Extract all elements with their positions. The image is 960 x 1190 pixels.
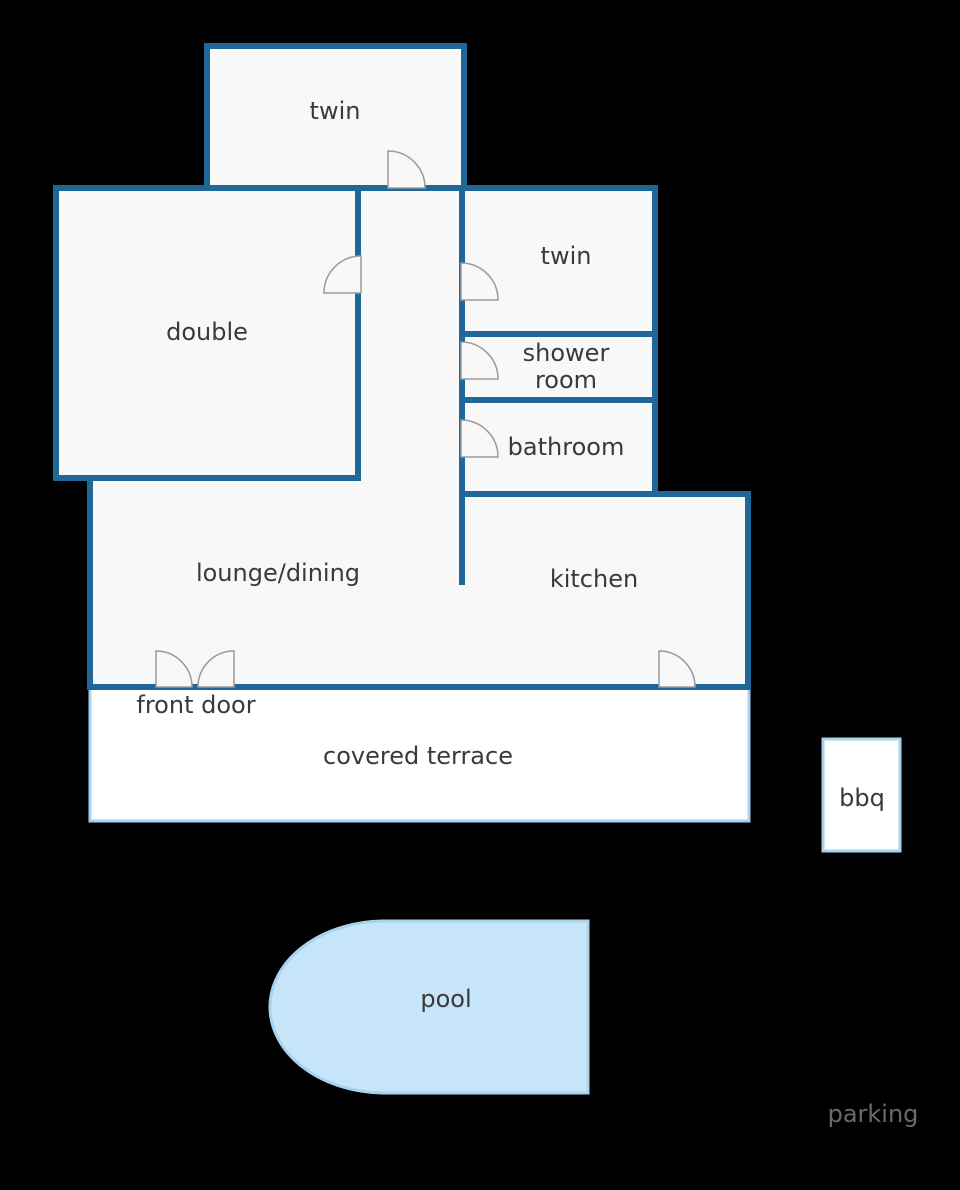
label-bathroom: bathroom bbox=[508, 433, 625, 461]
label-twin-top: twin bbox=[310, 97, 361, 125]
label-front-door: front door bbox=[136, 691, 255, 719]
door-shower-room bbox=[460, 341, 499, 380]
door-twin-right bbox=[460, 262, 499, 301]
label-shower-line2: room bbox=[535, 366, 597, 394]
door-double bbox=[323, 255, 362, 294]
bbq-area bbox=[821, 737, 902, 853]
label-lounge: lounge/dining bbox=[196, 559, 360, 587]
twin-top-floor bbox=[207, 46, 464, 188]
lounge-floor bbox=[90, 478, 462, 687]
label-twin-right: twin bbox=[541, 242, 592, 270]
label-covered-terrace: covered terrace bbox=[323, 742, 513, 770]
label-double: double bbox=[166, 318, 248, 346]
label-kitchen: kitchen bbox=[550, 565, 638, 593]
pool-area bbox=[268, 919, 590, 1095]
label-parking: parking bbox=[828, 1100, 919, 1128]
label-pool: pool bbox=[420, 985, 471, 1013]
double-floor bbox=[56, 188, 358, 478]
covered-terrace-area bbox=[88, 686, 751, 823]
hallway-floor bbox=[358, 188, 462, 494]
door-kitchen bbox=[658, 650, 696, 688]
door-bathroom bbox=[460, 419, 499, 458]
door-front-left bbox=[155, 650, 193, 688]
door-twin-top bbox=[387, 150, 426, 189]
walls bbox=[53, 43, 751, 690]
door-front-right bbox=[197, 650, 235, 688]
label-bbq: bbq bbox=[839, 784, 885, 812]
doors bbox=[155, 150, 696, 688]
label-shower-line1: shower bbox=[523, 339, 610, 367]
kitchen-floor bbox=[462, 494, 748, 687]
